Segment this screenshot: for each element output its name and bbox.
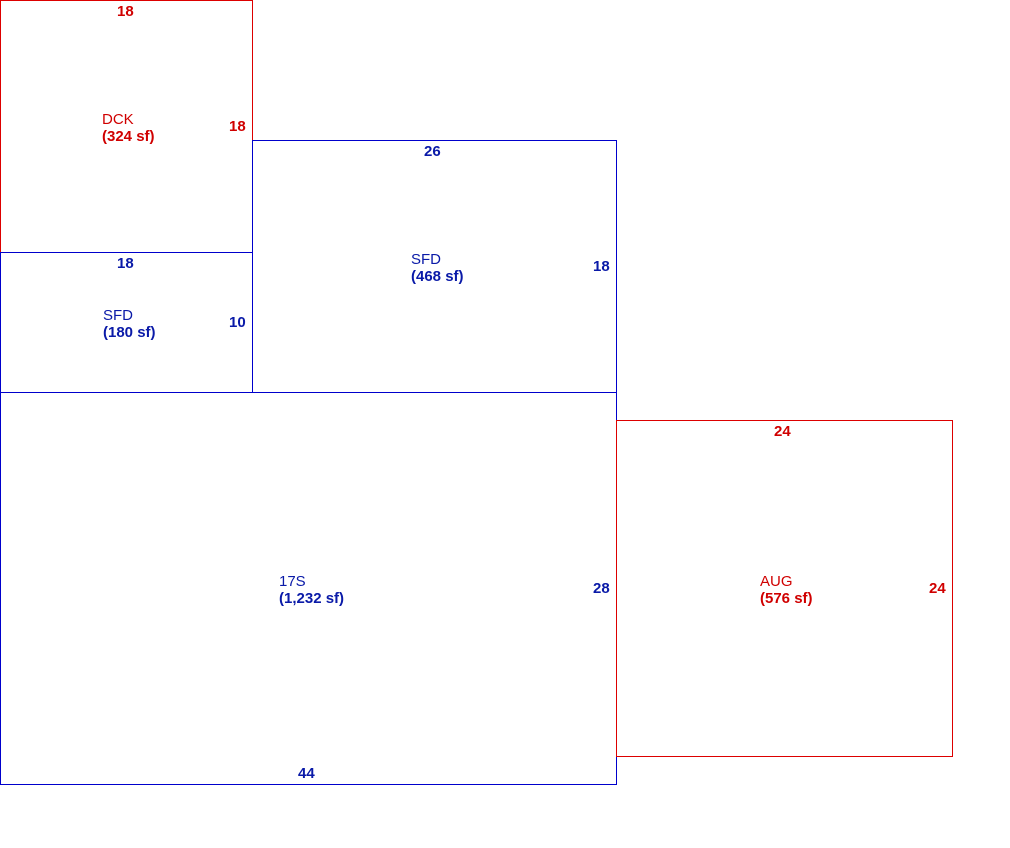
area-aug	[616, 420, 953, 757]
sfd-large-side-dimension: 18	[593, 258, 610, 275]
dck-code: DCK	[102, 111, 134, 128]
sfd-small-side-dimension: 10	[229, 314, 246, 331]
sfd-large-area: (468 sf)	[411, 268, 464, 285]
aug-area: (576 sf)	[760, 590, 813, 607]
main-17s-bottom-dimension: 44	[298, 765, 315, 782]
sfd-large-top-dimension: 26	[424, 143, 441, 160]
dck-label: DCK (324 sf)	[102, 111, 155, 145]
dck-top-dimension: 18	[117, 3, 134, 20]
aug-code: AUG	[760, 573, 793, 590]
main-17s-label: 17S (1,232 sf)	[279, 573, 344, 607]
main-17s-code: 17S	[279, 573, 306, 590]
aug-top-dimension: 24	[774, 423, 791, 440]
dck-side-dimension: 18	[229, 118, 246, 135]
sfd-small-area: (180 sf)	[103, 324, 156, 341]
main-17s-side-dimension: 28	[593, 580, 610, 597]
sfd-small-top-dimension: 18	[117, 255, 134, 272]
dck-area: (324 sf)	[102, 128, 155, 145]
sfd-large-code: SFD	[411, 251, 441, 268]
sfd-large-label: SFD (468 sf)	[411, 251, 464, 285]
sfd-small-code: SFD	[103, 307, 133, 324]
aug-label: AUG (576 sf)	[760, 573, 813, 607]
main-17s-area: (1,232 sf)	[279, 590, 345, 607]
aug-side-dimension: 24	[929, 580, 946, 597]
sfd-small-label: SFD (180 sf)	[103, 307, 156, 341]
